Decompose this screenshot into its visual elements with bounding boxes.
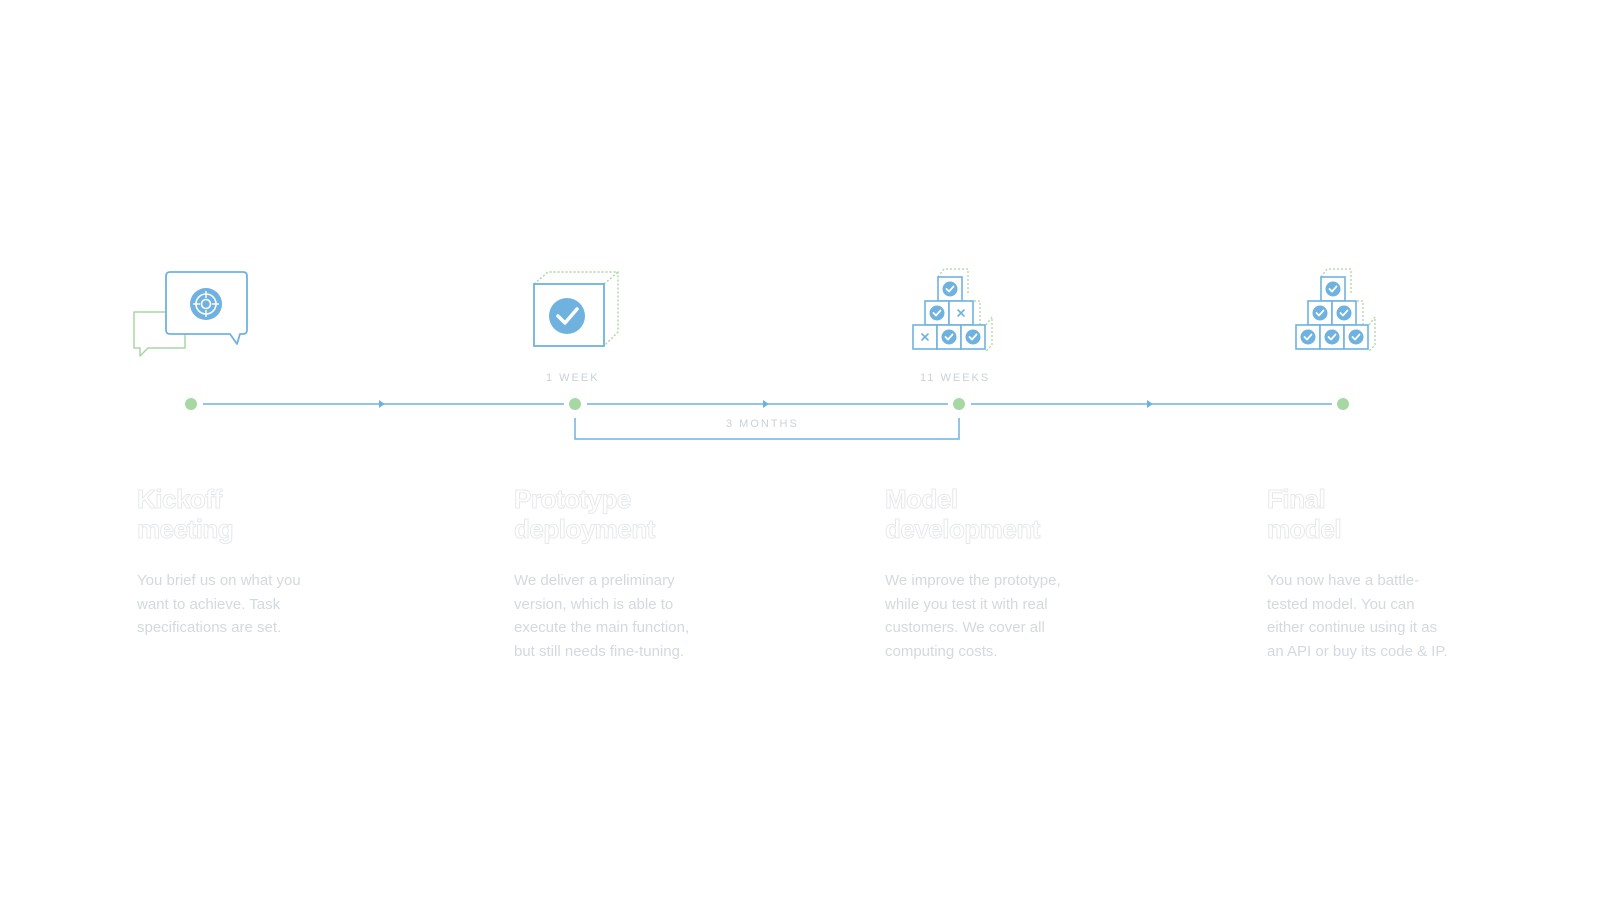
step-desc-line: but still needs fine-tuning.: [514, 642, 685, 660]
step-desc-line: want to achieve. Task: [137, 595, 281, 613]
step-desc-line: while you test it with real: [885, 595, 1048, 613]
step-title-line: Model: [885, 484, 959, 515]
step-desc-line: an API or buy its code & IP.: [1267, 642, 1448, 660]
step-desc-line: version, which is able to: [514, 595, 674, 613]
check-cube-icon: [533, 271, 619, 347]
step-title-line: development: [885, 514, 1041, 545]
timeline-arrow-3: [1147, 400, 1153, 408]
timeline-node-3: [953, 398, 965, 410]
step-title-line: deployment: [514, 514, 656, 545]
step-title-line: model: [1266, 514, 1342, 545]
timeline-node-2: [569, 398, 581, 410]
step-title-model-development: Model development: [885, 484, 1041, 545]
duration-bracket: [574, 418, 960, 440]
step-desc-line: customers. We cover all: [885, 619, 1045, 636]
step-desc-line: computing costs.: [885, 642, 998, 660]
step-title-line: meeting: [136, 514, 234, 545]
step-desc-line: You brief us on what you: [137, 572, 301, 589]
step-desc-model-development: We improve the prototype, while you test…: [885, 569, 1085, 663]
step-desc-line: either continue using it as: [1267, 619, 1438, 636]
timeline-arrow-2: [763, 400, 769, 408]
step-desc-prototype: We deliver a preliminary version, which …: [514, 569, 714, 663]
step-desc-kickoff: You brief us on what you want to achieve…: [137, 569, 337, 640]
step-desc-line: We deliver a preliminary: [514, 572, 675, 589]
step-desc-line: tested model. You can: [1267, 595, 1415, 613]
step-desc-final-model: You now have a battle- tested model. You…: [1267, 569, 1467, 663]
step-title-prototype: Prototype deployment: [514, 484, 656, 545]
step-title-line: Kickoff: [136, 484, 222, 515]
chat-target-icon: [133, 271, 248, 357]
duration-label-1-week: 1 WEEK: [546, 372, 600, 384]
step-title-line: Prototype: [514, 484, 632, 515]
timeline-node-4: [1337, 398, 1349, 410]
step-title-kickoff: Kickoff meeting: [136, 484, 234, 545]
step-title-line: Final: [1266, 484, 1326, 515]
step-desc-line: execute the main function,: [514, 619, 690, 636]
timeline-node-1: [185, 398, 197, 410]
mixed-blocks-pyramid-icon: [912, 268, 993, 352]
timeline-arrow-1: [379, 400, 385, 408]
duration-label-3-months: 3 MONTHS: [726, 418, 799, 430]
step-desc-line: We improve the prototype,: [885, 572, 1061, 589]
step-desc-line: You now have a battle-: [1267, 572, 1420, 589]
step-desc-line: specifications are set.: [137, 619, 282, 636]
duration-label-11-weeks: 11 WEEKS: [920, 372, 991, 384]
step-title-final-model: Final model: [1266, 484, 1342, 545]
checked-blocks-pyramid-icon: [1295, 268, 1376, 352]
